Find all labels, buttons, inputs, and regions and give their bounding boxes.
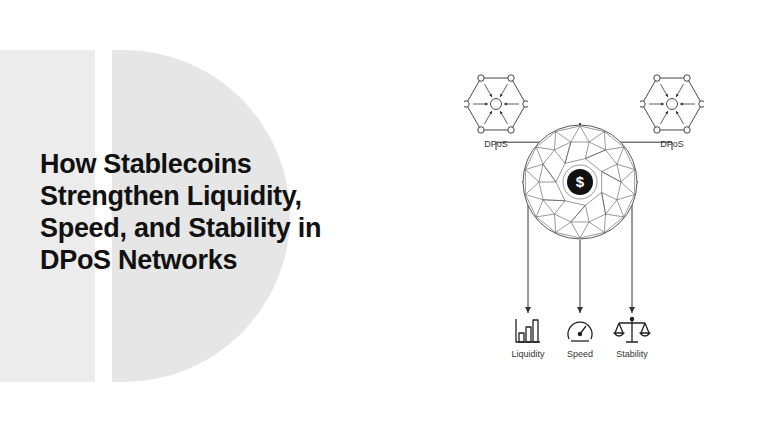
benefit-node: Stability <box>608 314 656 360</box>
network-node: DPoS <box>640 72 704 150</box>
coin-symbol: $ <box>567 169 593 195</box>
benefit-node: Speed <box>556 314 604 360</box>
dpos-network-icon <box>640 72 704 136</box>
gauge-icon <box>556 314 604 346</box>
node-label: DPoS <box>640 139 704 150</box>
dpos-network-icon <box>464 72 528 136</box>
node-label: DPoS <box>464 139 528 150</box>
connector-arrow <box>580 240 581 313</box>
page-title: How Stablecoins Strengthen Liquidity, Sp… <box>40 148 385 276</box>
scales-icon <box>608 314 656 346</box>
benefit-node: Liquidity <box>504 314 552 360</box>
node-label: Stability <box>608 349 656 360</box>
node-label: Speed <box>556 349 604 360</box>
stablecoin-hub: $ <box>522 124 638 240</box>
bars-icon <box>504 314 552 346</box>
network-node: DPoS <box>464 72 528 150</box>
node-label: Liquidity <box>504 349 552 360</box>
